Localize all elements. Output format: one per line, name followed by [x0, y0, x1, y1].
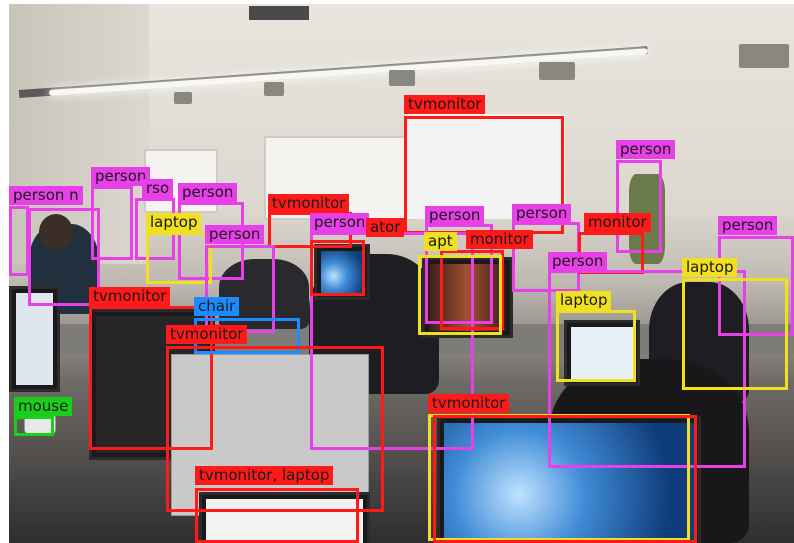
- label-person: person: [425, 206, 485, 225]
- vent: [389, 70, 415, 86]
- label-person: person: [512, 204, 572, 223]
- monitor: [199, 492, 370, 543]
- label-laptop: laptop: [556, 291, 612, 310]
- student: [219, 259, 309, 329]
- laptop: [564, 320, 640, 386]
- classroom-photo: [9, 4, 794, 543]
- projector: [249, 6, 309, 20]
- bbox-person: [616, 160, 662, 253]
- label-person: person n: [9, 186, 83, 205]
- bbox-person: [91, 186, 133, 260]
- label-laptop: laptop: [682, 258, 738, 277]
- bbox-laptop: [418, 255, 502, 335]
- bbox-person: [548, 270, 746, 468]
- bbox-laptop: [146, 232, 212, 284]
- label-person: person: [718, 216, 778, 235]
- bbox-person: [425, 224, 493, 324]
- label-person: person: [548, 252, 608, 271]
- bbox-tvmonitor: [166, 346, 384, 512]
- label-person: person: [310, 213, 370, 232]
- vent: [174, 92, 192, 104]
- label-tvmonitor: tvmonitor: [268, 194, 350, 213]
- label-tvmonitor: monitor: [466, 230, 533, 249]
- label-tvmonitor: tvmonitor: [89, 287, 171, 306]
- bbox-laptop: [682, 278, 788, 390]
- monitor: [314, 244, 370, 300]
- bbox-person: [718, 236, 794, 336]
- label-tvmonitor: tvmonitor: [166, 325, 248, 344]
- bbox-tvmonitor: [440, 250, 504, 330]
- label-tvmonitor: tvmonitor: [404, 95, 486, 114]
- bbox-mouse: [14, 416, 54, 436]
- label-person: person: [178, 183, 238, 202]
- projection-screen: [405, 114, 565, 219]
- bbox-tvmonitor: [89, 306, 213, 450]
- bbox-laptop: [556, 310, 636, 382]
- monitor: [9, 286, 60, 392]
- label-person: person: [205, 225, 265, 244]
- wall: [9, 4, 149, 264]
- label-tvmonitor: monitor: [584, 213, 651, 232]
- vent: [264, 82, 284, 96]
- label-mouse: mouse: [14, 397, 73, 416]
- label-chair: chair: [194, 297, 240, 316]
- label-laptop: laptop: [146, 213, 202, 232]
- student-head: [39, 214, 73, 250]
- monitor: [437, 416, 701, 543]
- label-person: person: [91, 167, 151, 186]
- bbox-tvmonitor: [310, 240, 365, 296]
- bbox-person: [9, 206, 29, 276]
- bbox-tvmonitor: [433, 415, 697, 543]
- vent: [539, 62, 575, 80]
- label-person: rso: [142, 179, 174, 198]
- label-person: person: [616, 140, 676, 159]
- label-laptop: apt: [424, 232, 457, 251]
- label-tvmonitor: ator: [366, 218, 405, 237]
- label-tvmonitor: tvmonitor: [428, 394, 510, 413]
- vent: [739, 44, 789, 68]
- bbox-tvmonitor-laptop: [195, 488, 359, 543]
- label-tvmonitor-laptop: tvmonitor, laptop: [195, 466, 334, 485]
